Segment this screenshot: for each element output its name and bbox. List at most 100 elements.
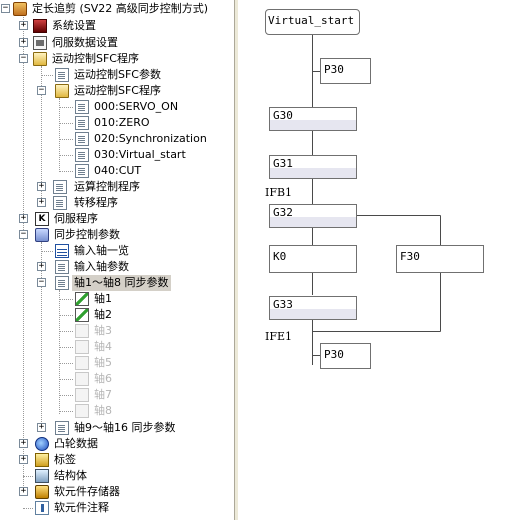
tree-item-transition[interactable]: + 转移程序 [0, 195, 234, 211]
sfc-step-f30[interactable]: F30 [396, 245, 484, 273]
pane-splitter[interactable] [234, 0, 239, 520]
tree-item-label: 结构体 [54, 469, 87, 482]
table-icon [55, 244, 69, 258]
sfc-transition-g33[interactable]: G33 [269, 296, 357, 320]
tree-item-axis[interactable]: 轴4 [0, 339, 234, 355]
sfc-folder-icon [33, 52, 47, 66]
tree-item-labels[interactable]: + 标签 [0, 452, 234, 468]
tree-line [59, 107, 73, 108]
expand-toggle[interactable]: + [37, 181, 46, 191]
tree-item-label: 伺服程序 [54, 212, 98, 225]
sfc-transition-g32[interactable]: G32 [269, 204, 357, 228]
sfc-start-step[interactable]: Virtual_start [265, 9, 360, 35]
sync-params-icon [35, 228, 49, 242]
parameter-document-icon [55, 260, 69, 274]
tree-item-axis-9-16[interactable]: + 轴9～轴16 同步参数 [0, 420, 234, 436]
axis-icon [75, 324, 89, 338]
tree-item-input-axis-list[interactable]: 输入轴一览 [0, 243, 234, 259]
expand-toggle[interactable]: + [19, 438, 28, 448]
tree-item-axis[interactable]: 轴3 [0, 323, 234, 339]
tree-line [59, 363, 73, 364]
sfc-program-step[interactable]: P30 [320, 343, 371, 369]
sfc-program-step[interactable]: P30 [320, 58, 371, 84]
tree-item-axis-1-8[interactable]: − 轴1～轴8 同步参数 [0, 275, 234, 291]
tree-item-label: 轴5 [94, 356, 112, 369]
tree-line [59, 123, 73, 124]
sfc-program-icon [75, 116, 89, 130]
tree-item-label: 运动控制SFC参数 [74, 68, 161, 81]
tree-item-program[interactable]: 000:SERVO_ON [0, 99, 234, 115]
tree-item-axis[interactable]: 轴2 [0, 307, 234, 323]
servo-data-icon [33, 36, 47, 50]
tree-item-label: 输入轴参数 [74, 260, 129, 273]
parameter-document-icon [55, 421, 69, 435]
label-icon [35, 453, 49, 467]
tree-item-program[interactable]: 040:CUT [0, 163, 234, 179]
sfc-step-k0[interactable]: K0 [269, 245, 357, 273]
tree-item-servo-data[interactable]: + 伺服数据设置 [0, 35, 234, 51]
sfc-program-icon [75, 164, 89, 178]
tree-line [59, 299, 73, 300]
collapse-toggle[interactable]: − [37, 277, 46, 287]
tree-root[interactable]: − 定长追剪 (SV22 高级同步控制方式) [0, 1, 234, 17]
tree-line [59, 347, 73, 348]
expand-toggle[interactable]: + [37, 197, 46, 207]
sfc-transition-g30[interactable]: G30 [269, 107, 357, 131]
project-tree[interactable]: − 定长追剪 (SV22 高级同步控制方式) + 系统设置 + 伺服数据设置 −… [0, 0, 234, 520]
k-icon: K [35, 212, 49, 226]
collapse-toggle[interactable]: − [19, 53, 28, 63]
tree-item-program[interactable]: 010:ZERO [0, 115, 234, 131]
sfc-branch-end-label: IFE1 [265, 330, 293, 343]
tree-item-servo-program[interactable]: + K 伺服程序 [0, 211, 234, 227]
sfc-program-icon [75, 132, 89, 146]
sfc-transition-g31[interactable]: G31 [269, 155, 357, 179]
system-settings-icon [33, 19, 47, 33]
expand-toggle[interactable]: + [19, 454, 28, 464]
axis-icon [75, 404, 89, 418]
tree-item-sync-params[interactable]: − 同步控制参数 [0, 227, 234, 243]
tree-item-input-axis-params[interactable]: + 输入轴参数 [0, 259, 234, 275]
tree-item-system-settings[interactable]: + 系统设置 [0, 18, 234, 34]
tree-item-structure[interactable]: 结构体 [0, 468, 234, 484]
collapse-toggle[interactable]: − [37, 85, 46, 95]
tree-item-program[interactable]: 020:Synchronization [0, 131, 234, 147]
tree-item-label: 轴1～轴8 同步参数 [72, 275, 171, 291]
tree-item-device-memory[interactable]: + 软元件存储器 [0, 484, 234, 500]
axis-icon [75, 356, 89, 370]
tree-line [41, 75, 53, 76]
expand-toggle[interactable]: + [19, 37, 28, 47]
expand-toggle[interactable]: + [19, 20, 28, 30]
expand-toggle[interactable]: + [19, 213, 28, 223]
sfc-diagram-editor[interactable]: Virtual_start P30 G30 G31 IFB1 G32 K0 F3… [239, 0, 512, 520]
collapse-toggle[interactable]: − [19, 229, 28, 239]
expand-toggle[interactable]: + [19, 486, 28, 496]
tree-item-axis[interactable]: 轴7 [0, 387, 234, 403]
tree-item-label: 运算控制程序 [74, 180, 140, 193]
tree-item-sfc-params[interactable]: 运动控制SFC参数 [0, 67, 234, 83]
tree-item-program[interactable]: 030:Virtual_start [0, 147, 234, 163]
tree-item-axis[interactable]: 轴1 [0, 291, 234, 307]
tree-line [59, 315, 73, 316]
tree-item-label: 020:Synchronization [94, 132, 207, 145]
tree-item-motion-sfc[interactable]: − 运动控制SFC程序 [0, 51, 234, 67]
tree-item-axis[interactable]: 轴5 [0, 355, 234, 371]
tree-item-label: 轴6 [94, 372, 112, 385]
tree-item-calc-control[interactable]: + 运算控制程序 [0, 179, 234, 195]
expand-toggle[interactable]: + [37, 261, 46, 271]
tree-item-label: 凸轮数据 [54, 437, 98, 450]
tree-line [41, 66, 42, 206]
expand-toggle[interactable]: + [37, 422, 46, 432]
tree-line [59, 395, 73, 396]
tree-item-label: 标签 [54, 453, 76, 466]
tree-item-label: 轴9～轴16 同步参数 [74, 421, 176, 434]
tree-item-axis[interactable]: 轴8 [0, 403, 234, 419]
collapse-toggle[interactable]: − [1, 3, 10, 13]
axis-icon [75, 388, 89, 402]
tree-item-device-comment[interactable]: 软元件注释 [0, 500, 234, 516]
tree-item-axis[interactable]: 轴6 [0, 371, 234, 387]
cam-icon [35, 437, 49, 451]
axis-icon [75, 308, 89, 322]
tree-item-cam-data[interactable]: + 凸轮数据 [0, 436, 234, 452]
tree-item-sfc-programs[interactable]: − 运动控制SFC程序 [0, 83, 234, 99]
sfc-connector-lines [312, 35, 441, 365]
